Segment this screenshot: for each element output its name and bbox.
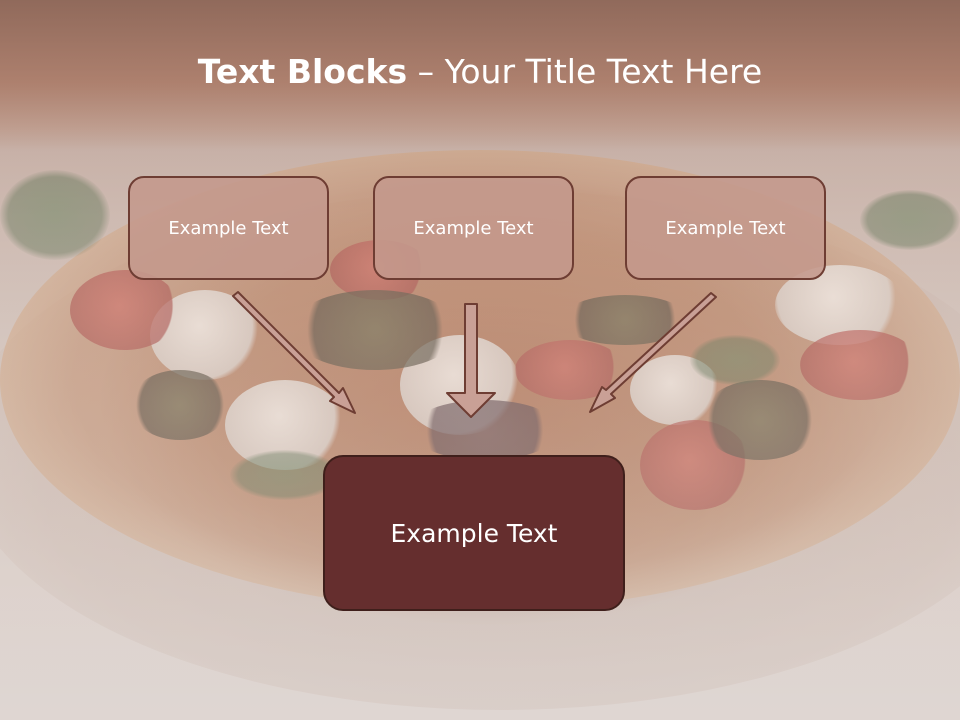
text-block-1[interactable]: Example Text xyxy=(128,176,329,280)
text-block-3[interactable]: Example Text xyxy=(625,176,826,280)
main-text-block[interactable]: Example Text xyxy=(323,455,625,611)
main-text-block-label: Example Text xyxy=(390,518,558,548)
text-block-1-label: Example Text xyxy=(168,217,289,239)
slide-title[interactable]: Text Blocks – Your Title Text Here xyxy=(0,52,960,91)
title-band xyxy=(0,0,960,150)
text-block-3-label: Example Text xyxy=(665,217,786,239)
title-bold-part: Text Blocks xyxy=(197,52,408,91)
title-rest-part: – Your Title Text Here xyxy=(407,52,763,91)
text-block-2[interactable]: Example Text xyxy=(373,176,574,280)
text-block-2-label: Example Text xyxy=(413,217,534,239)
